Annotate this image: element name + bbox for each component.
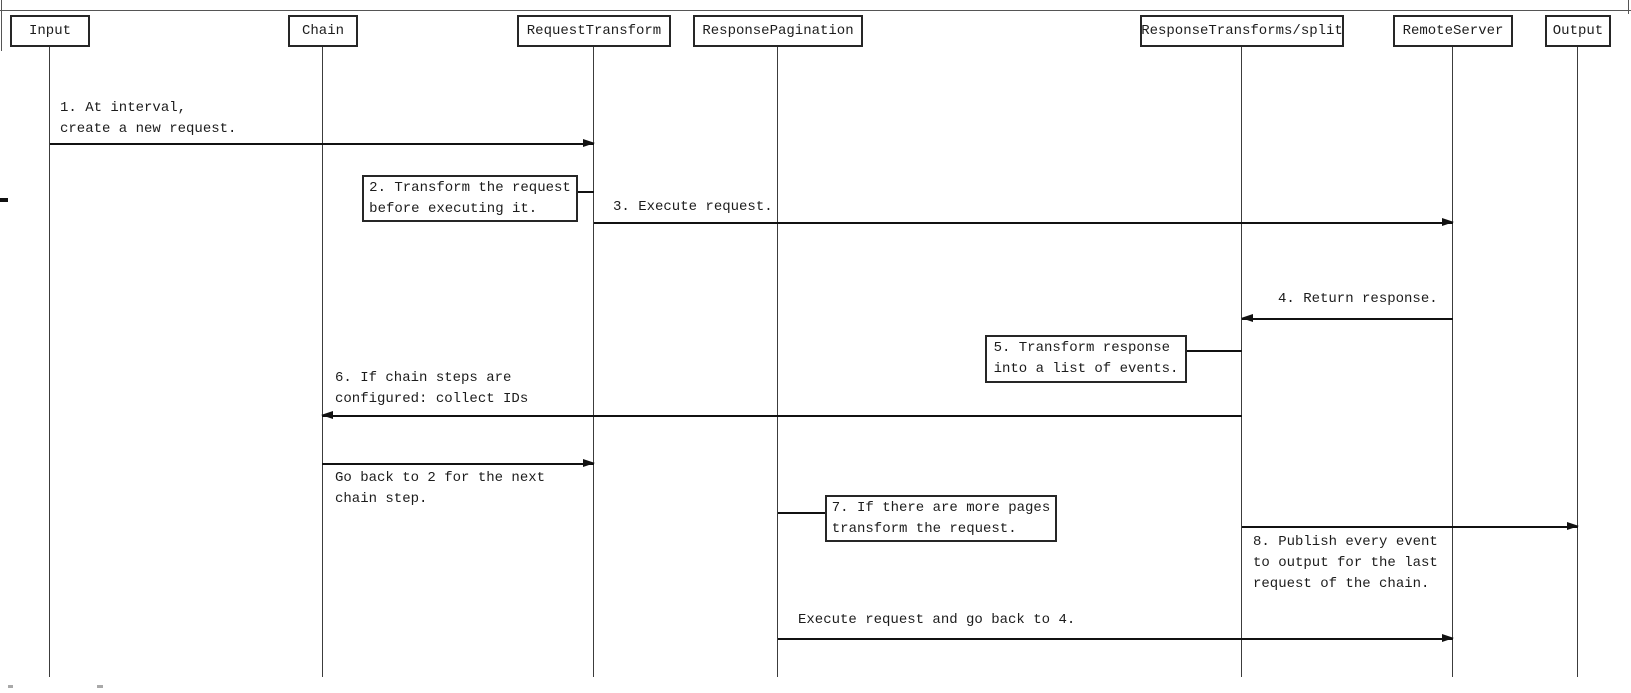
participant-chain: Chain <box>288 15 358 47</box>
bottom-left-speck <box>8 685 13 688</box>
lifeline-output <box>1577 47 1579 677</box>
note-2-box: 2. Transform the request before executin… <box>362 175 578 222</box>
note-7-box: 7. If there are more pages transform the… <box>825 495 1057 542</box>
lifeline-chain <box>322 47 324 677</box>
message-8-label: 8. Publish every event to output for the… <box>1253 534 1438 592</box>
left-edge-tick <box>0 198 8 202</box>
message-6-arrow <box>321 411 1242 418</box>
message-4-label: 4. Return response. <box>1278 291 1438 307</box>
participant-request-transform: RequestTransform <box>517 15 671 47</box>
message-go-back-label: Go back to 2 for the next chain step. <box>335 470 546 507</box>
participant-remote-server: RemoteServer <box>1393 15 1513 47</box>
message-3-label: 3. Execute request. <box>613 199 773 215</box>
message-execute-label: Execute request and go back to 4. <box>798 612 1076 628</box>
lifeline-remote-server <box>1452 47 1454 677</box>
message-6-label: 6. If chain steps are configured: collec… <box>335 370 529 407</box>
message-execute-arrow <box>778 634 1454 641</box>
note-7-connector <box>778 512 825 514</box>
participant-input: Input <box>10 15 90 47</box>
participant-response-pagination-label: ResponsePagination <box>702 23 854 39</box>
note-5-connector <box>1187 350 1242 352</box>
note-7-text: 7. If there are more pages transform the… <box>831 499 1051 537</box>
participant-output: Output <box>1545 15 1611 47</box>
top-border-line <box>0 10 1631 11</box>
participant-output-label: Output <box>1552 23 1604 39</box>
participant-remote-server-label: RemoteServer <box>1402 23 1504 39</box>
participant-response-transforms-split-label: ResponseTransforms/split <box>1141 23 1343 39</box>
lifeline-request-transform <box>593 47 595 677</box>
message-1-label: 1. At interval, create a new request. <box>60 100 237 137</box>
participant-response-transforms-split: ResponseTransforms/split <box>1140 15 1344 47</box>
message-go-back-arrow <box>322 459 595 466</box>
participant-input-label: Input <box>28 23 71 39</box>
message-1-arrow <box>50 139 595 146</box>
lifeline-response-pagination <box>777 47 779 677</box>
participant-request-transform-label: RequestTransform <box>526 23 662 39</box>
lifeline-response-transforms-split <box>1241 47 1243 677</box>
note-5-text: 5. Transform response into a list of eve… <box>993 340 1179 377</box>
participant-chain-label: Chain <box>301 23 344 39</box>
message-3-arrow <box>594 218 1454 225</box>
note-5-box: 5. Transform response into a list of eve… <box>985 335 1187 383</box>
right-border-stub <box>1628 0 1629 14</box>
participant-response-pagination: ResponsePagination <box>693 15 863 47</box>
left-border-stub <box>1 0 2 51</box>
lifeline-input <box>49 47 51 677</box>
note-2-text: 2. Transform the request before executin… <box>369 179 571 217</box>
message-8-arrow <box>1242 522 1579 529</box>
message-4-arrow <box>1241 314 1453 321</box>
bottom-left-speck-2 <box>97 685 103 688</box>
note-2-connector <box>578 191 594 193</box>
